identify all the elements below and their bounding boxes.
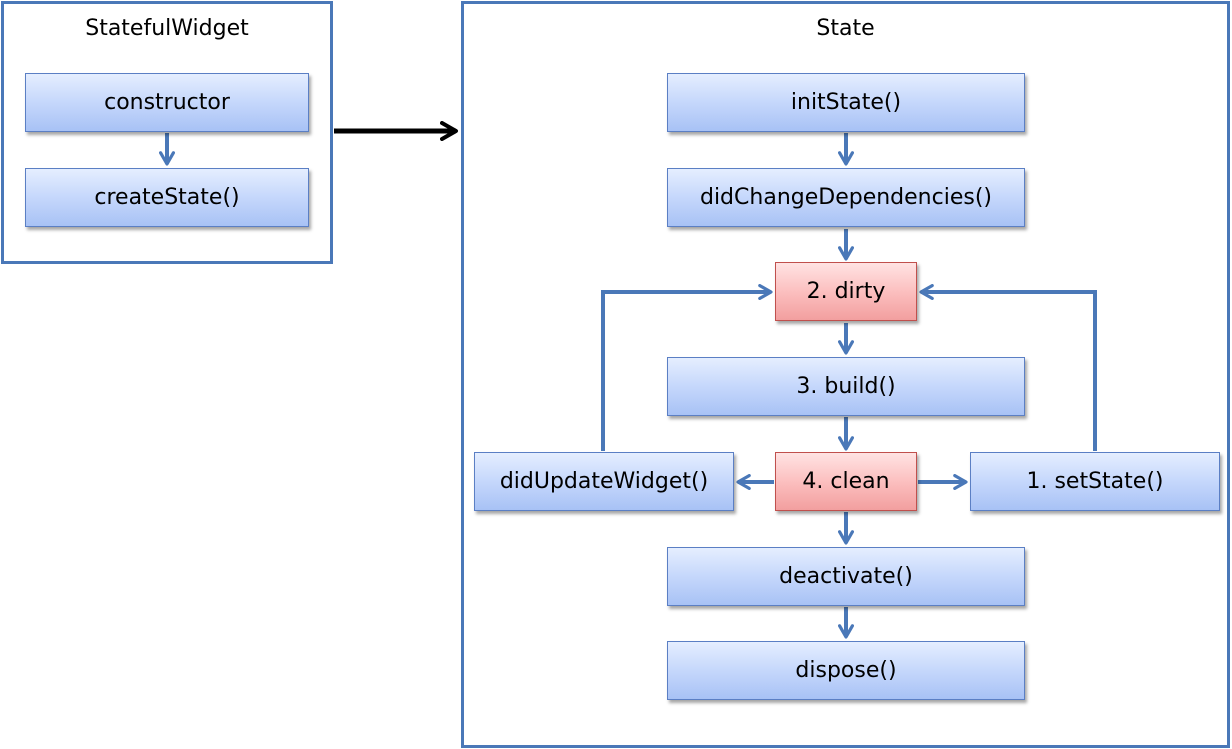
init-state-box: initState() (667, 73, 1025, 132)
state-title: State (816, 16, 875, 41)
build-box: 3. build() (667, 357, 1025, 416)
deactivate-box: deactivate() (667, 547, 1025, 606)
constructor-box: constructor (25, 73, 309, 132)
set-state-box: 1. setState() (970, 452, 1220, 511)
arrow-setstate-to-dirty (919, 284, 1097, 451)
clean-box: 4. clean (775, 452, 917, 511)
did-change-dependencies-box: didChangeDependencies() (667, 168, 1025, 227)
arrow-didupdate-to-dirty (601, 284, 773, 451)
dispose-box: dispose() (667, 641, 1025, 700)
did-update-widget-box: didUpdateWidget() (474, 452, 734, 511)
dirty-box: 2. dirty (775, 262, 917, 321)
create-state-box: createState() (25, 168, 309, 227)
stateful-widget-title: StatefulWidget (85, 16, 249, 41)
